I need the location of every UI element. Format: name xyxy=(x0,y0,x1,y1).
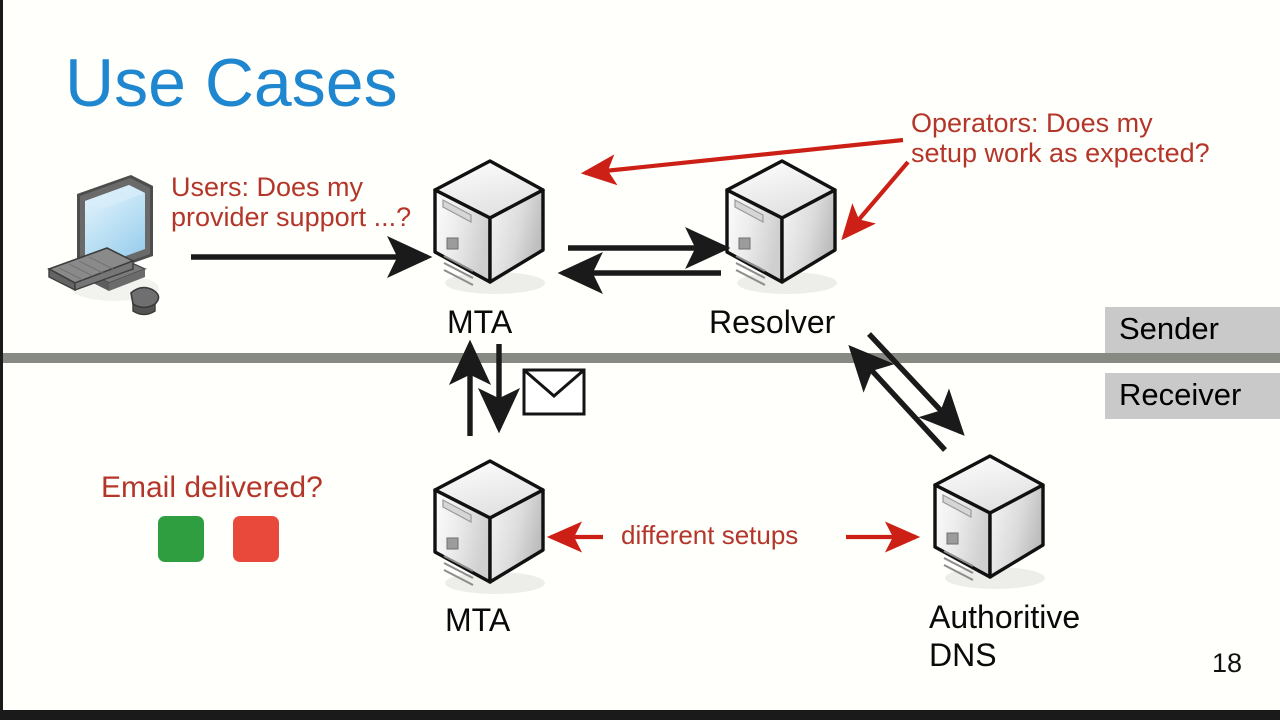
annotation-email-delivered-question: Email delivered? xyxy=(101,471,323,504)
arrow-operators-to-resolver xyxy=(841,160,910,241)
zone-label-sender: Sender xyxy=(1105,307,1280,353)
server-icon-mta-top xyxy=(433,159,545,294)
arrow-operators-to-mta xyxy=(580,137,904,186)
node-label-mta-top: MTA xyxy=(447,304,513,340)
desktop-computer-icon xyxy=(47,175,160,316)
diagram-graphics xyxy=(3,137,1280,594)
node-label-authoritive-dns: Authoritive DNS xyxy=(929,599,1081,674)
page-number: 18 xyxy=(1211,647,1242,678)
node-label-resolver: Resolver xyxy=(709,304,836,340)
status-badge-delivered-ok xyxy=(158,516,204,562)
server-icon-mta-bottom xyxy=(433,459,545,594)
server-icon-resolver xyxy=(725,159,837,294)
annotation-users-question: Users: Does my provider support ...? xyxy=(171,172,412,233)
zone-label-receiver: Receiver xyxy=(1105,373,1280,419)
annotation-different-setups: different setups xyxy=(621,520,799,550)
email-envelope-icon xyxy=(522,368,586,416)
page-title: Use Cases xyxy=(65,45,398,121)
node-label-mta-bottom: MTA xyxy=(445,602,511,638)
annotation-operators-question: Operators: Does my setup work as expecte… xyxy=(911,108,1210,169)
arrow-authoritive-dns-to-resolver xyxy=(848,345,947,452)
status-badge-delivered-fail xyxy=(233,516,279,562)
sender-receiver-divider xyxy=(3,353,1280,363)
server-icon-authoritive-dns xyxy=(933,454,1045,589)
